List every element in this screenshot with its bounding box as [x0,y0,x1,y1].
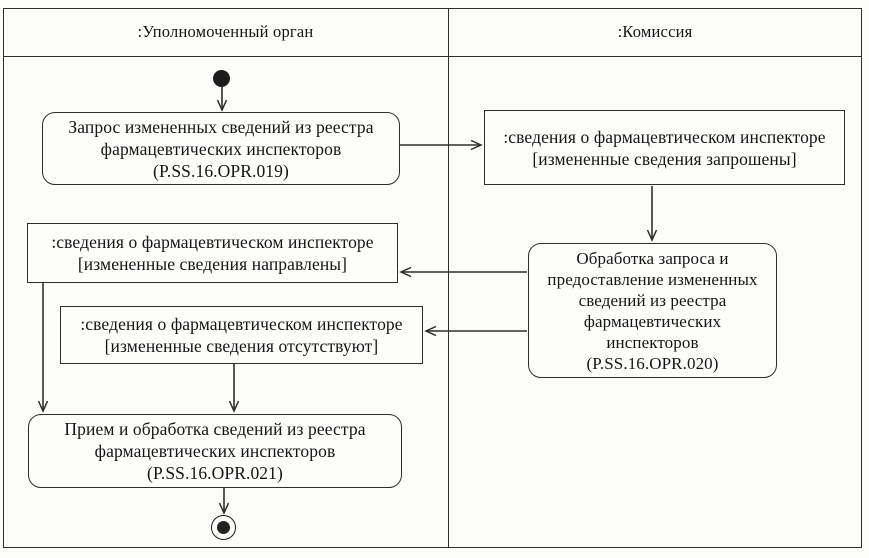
action-node-opr020: Обработка запроса и предоставление измен… [528,243,777,378]
action-opr019-line: (P.SS.16.OPR.019) [153,160,289,181]
lane-header-commission: :Комиссия [448,8,862,56]
action-opr021-line: (P.SS.16.OPR.021) [147,463,283,483]
action-node-opr019: Запрос измененных сведений из реестра фа… [42,112,400,185]
object-data-sent-line: [измененные сведения направлены] [77,254,348,274]
action-opr020-line: Обработка запроса и [576,248,729,268]
final-node-dot [217,521,230,534]
action-opr020-line: предоставление измененных [547,269,758,289]
lane-header-separator [3,56,862,57]
action-opr020-line: (P.SS.16.OPR.020) [586,353,719,373]
action-opr019-line: фармацевтических инспекторов [100,138,342,159]
action-opr020-line: фармацевтических [583,311,722,331]
action-opr020-line: инспекторов [606,332,699,352]
action-node-opr021: Прием и обработка сведений из реестра фа… [28,414,402,488]
object-data-requested-label: :сведения о фармацевтическом инспекторе … [503,126,825,170]
final-node [211,515,236,540]
object-node-data-absent: :сведения о фармацевтическом инспекторе … [60,306,423,364]
object-data-requested-line: [измененные сведения запрошены] [532,148,797,169]
lane-title-authorized-body: :Уполномоченный орган [137,22,314,41]
initial-node [213,70,230,87]
object-data-absent-label: :сведения о фармацевтическом инспекторе … [80,313,402,357]
lane-header-authorized-body: :Уполномоченный орган [3,8,448,56]
action-opr020-label: Обработка запроса и предоставление измен… [547,248,757,374]
action-opr021-line: Прием и обработка сведений из реестра [64,419,366,439]
object-node-data-sent: :сведения о фармацевтическом инспекторе … [27,223,398,283]
action-opr020-line: сведений из реестра [578,290,727,310]
object-data-sent-label: :сведения о фармацевтическом инспекторе … [51,231,373,275]
action-opr021-label: Прием и обработка сведений из реестра фа… [64,418,365,484]
diagram-frame [3,8,862,548]
action-opr019-line: Запрос измененных сведений из реестра [68,116,374,137]
object-data-absent-line: [измененные сведения отсутствуют] [104,336,379,356]
object-node-data-requested: :сведения о фармацевтическом инспекторе … [484,110,845,185]
action-opr019-label: Запрос измененных сведений из реестра фа… [68,116,373,182]
object-data-sent-line: :сведения о фармацевтическом инспекторе [51,232,374,252]
lane-title-commission: :Комиссия [617,22,693,41]
lane-divider [448,8,449,548]
object-data-requested-line: :сведения о фармацевтическом инспекторе [503,126,826,147]
object-data-absent-line: :сведения о фармацевтическом инспекторе [80,314,403,334]
action-opr021-line: фармацевтических инспекторов [94,441,336,461]
